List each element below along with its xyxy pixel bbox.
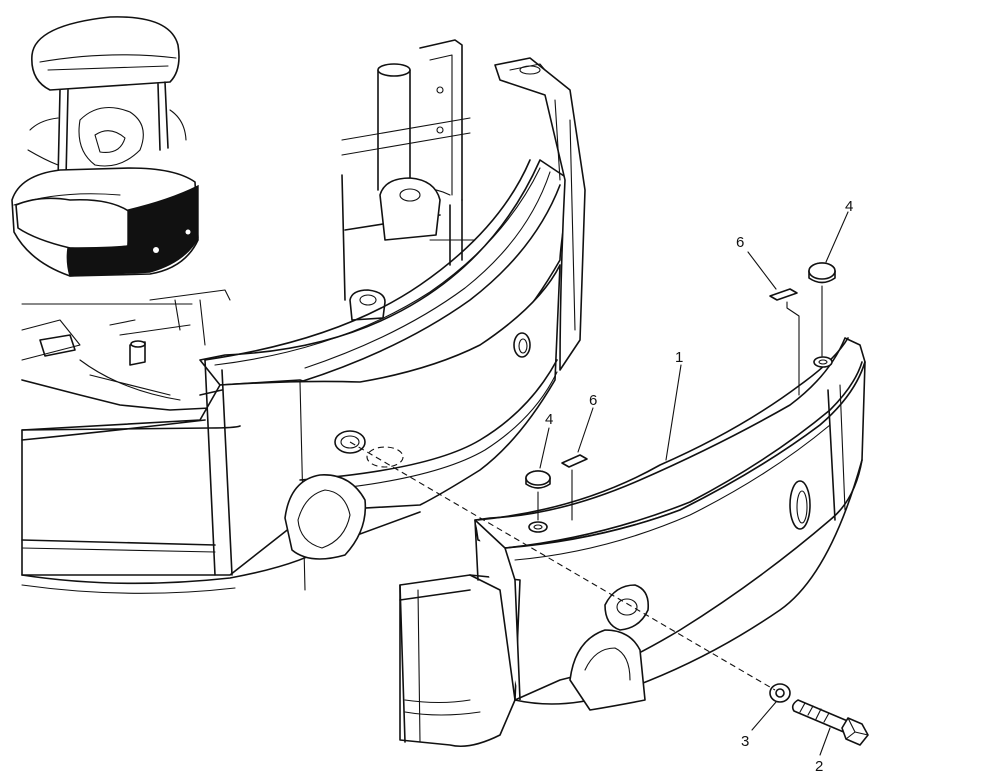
installed-counterweight	[21, 57, 586, 594]
cap-part-left	[525, 470, 551, 521]
counterweight-part	[399, 337, 866, 748]
callout-4-left: 4	[545, 411, 553, 428]
callout-4-right: 4	[845, 198, 853, 215]
callout-2: 2	[815, 758, 823, 775]
alignment-line	[349, 441, 776, 691]
callout-1: 1	[675, 349, 683, 366]
callout-leaders	[539, 211, 849, 756]
decal-part-left	[561, 454, 588, 521]
callout-6-left: 6	[589, 392, 597, 409]
bolt-part	[791, 699, 869, 746]
machine-frame	[21, 39, 476, 523]
decal-part-right	[769, 288, 800, 396]
washer-part	[769, 683, 791, 703]
callout-6-right: 6	[736, 234, 744, 251]
cap-part-right	[808, 262, 836, 357]
callout-3: 3	[741, 733, 749, 750]
inset-machine-view	[11, 16, 199, 277]
